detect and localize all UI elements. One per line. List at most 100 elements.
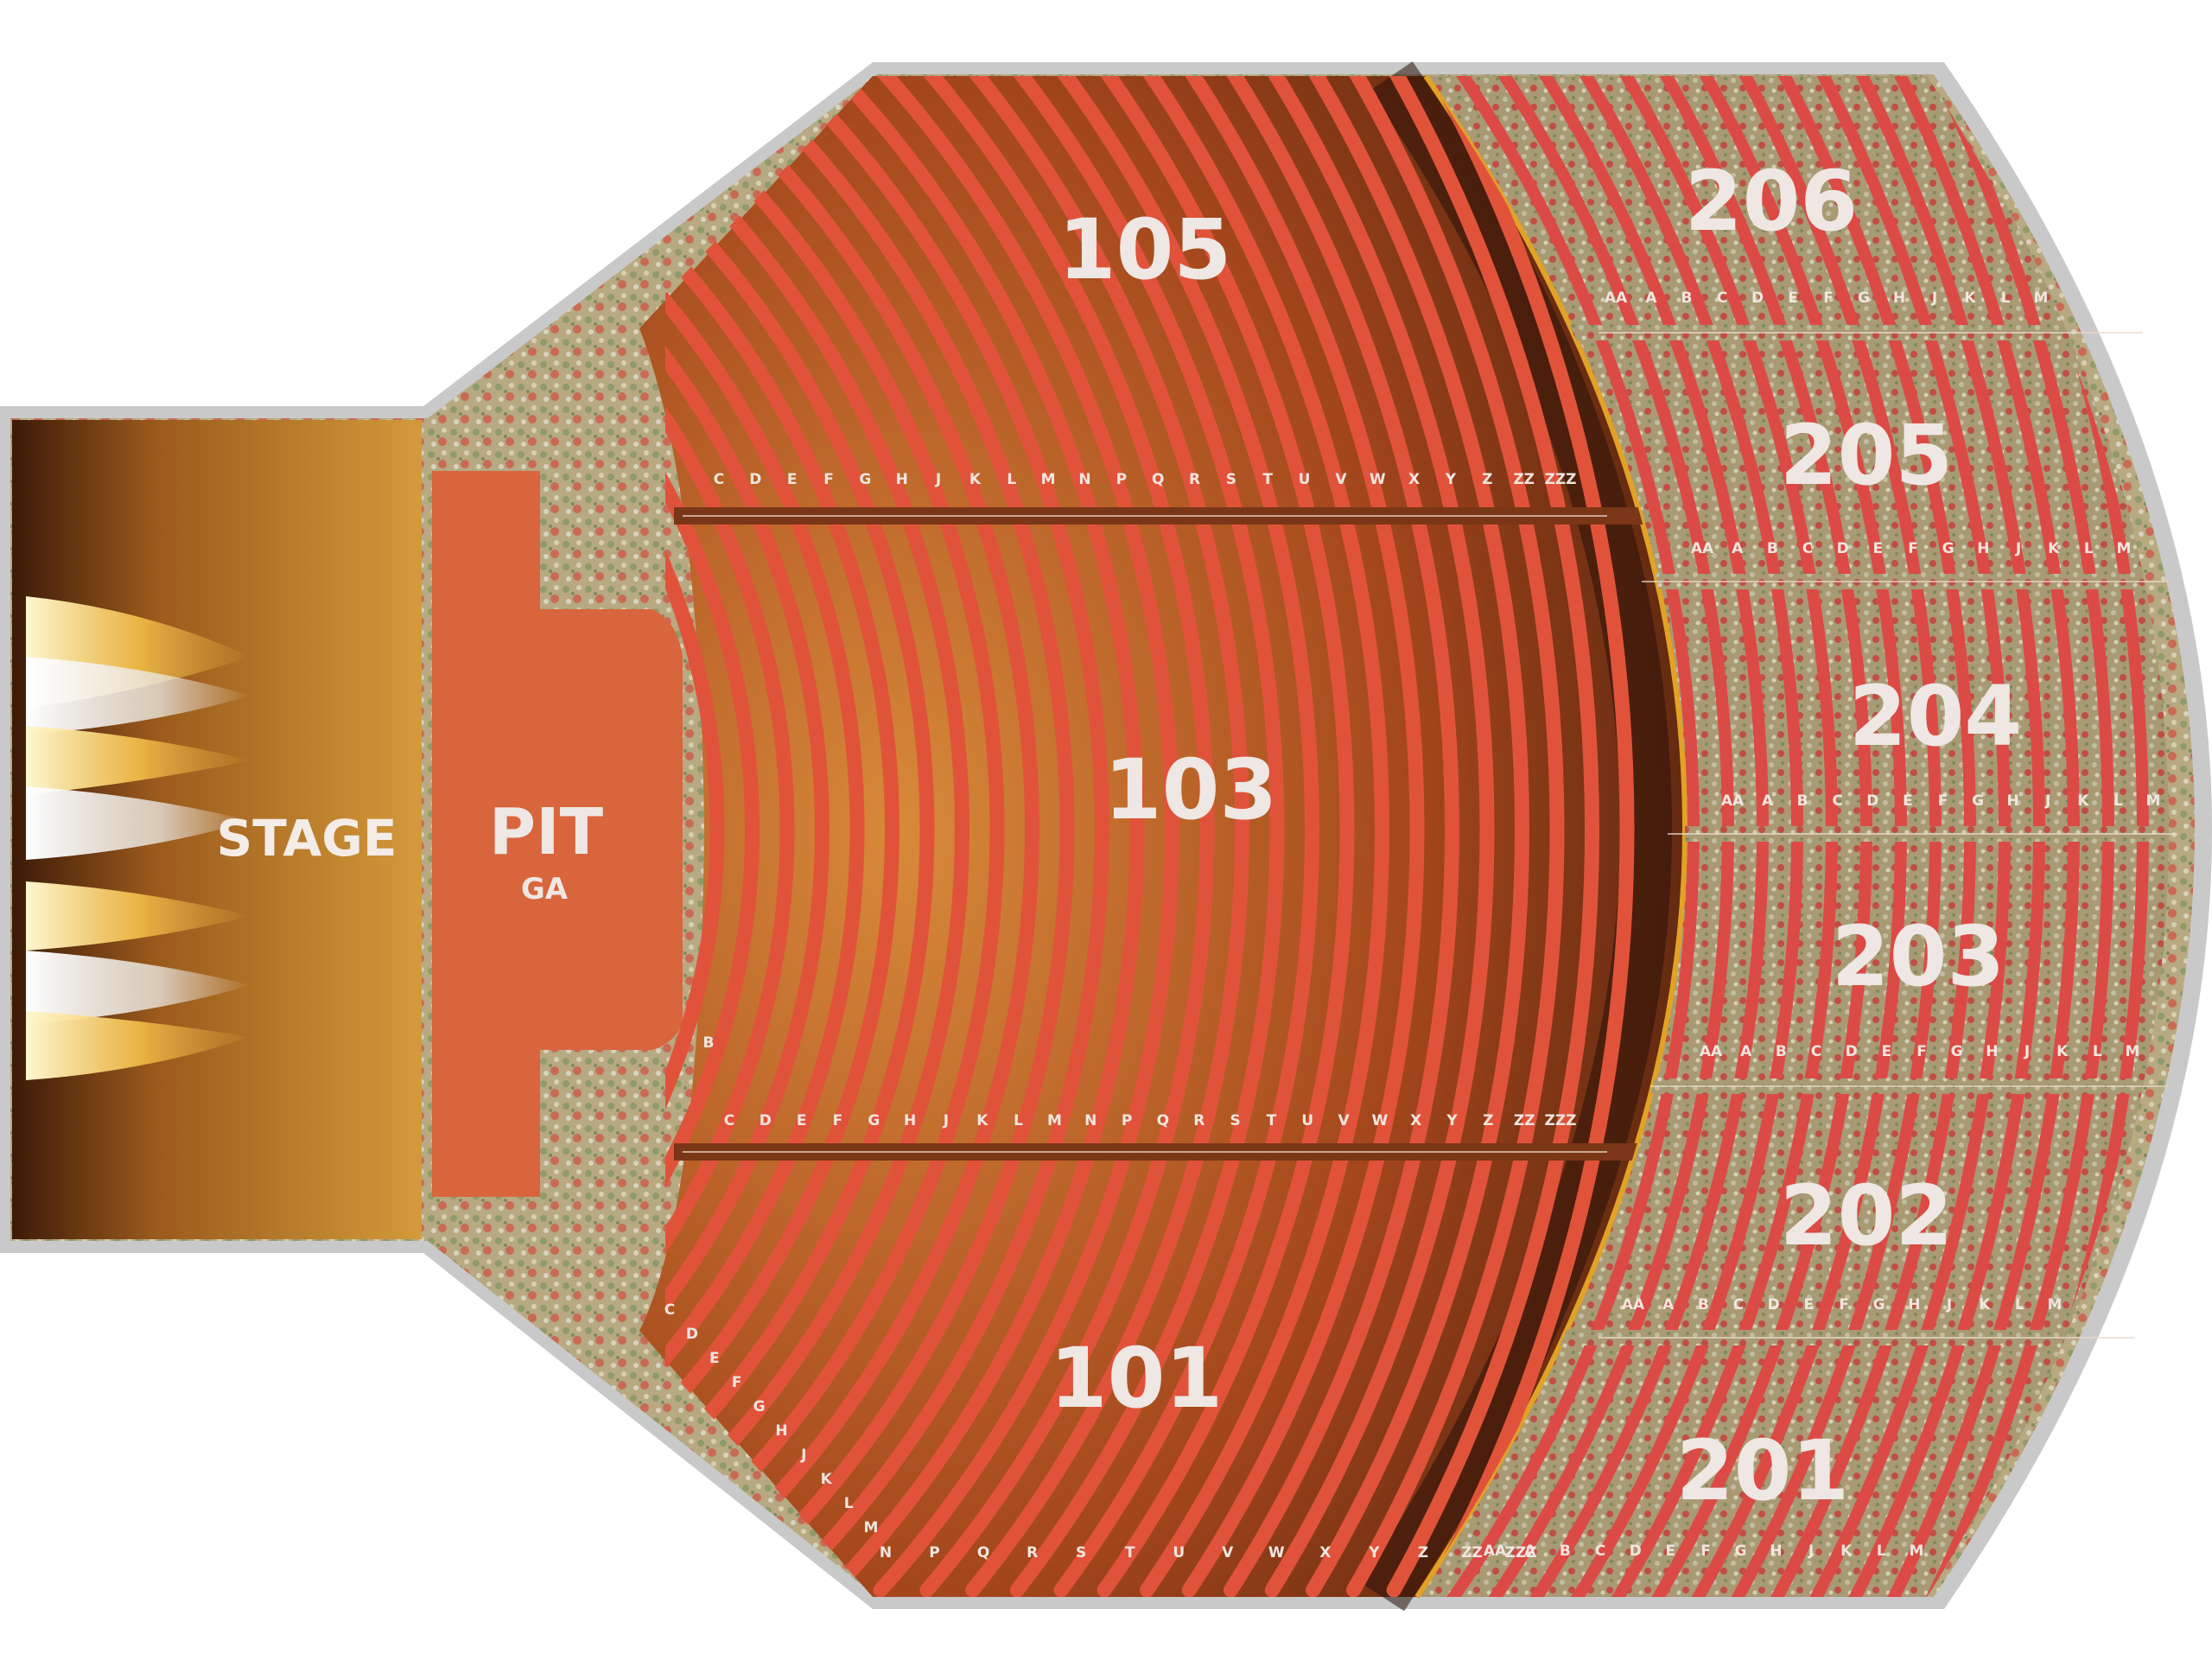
- seat-row[interactable]: [177, 118, 760, 1541]
- row-label: H: [1986, 1043, 1998, 1060]
- row-label: D: [1768, 1296, 1780, 1314]
- row-label: E: [1873, 540, 1884, 557]
- row-label: W: [1268, 1544, 1285, 1562]
- seat-row[interactable]: [1386, 69, 1600, 1597]
- row-label: J: [800, 1447, 806, 1464]
- seat-row[interactable]: [348, 69, 865, 1597]
- seat-row[interactable]: [725, 69, 1075, 1597]
- row-label: L: [2084, 540, 2094, 557]
- row-label: D: [1630, 1543, 1642, 1560]
- seat-row[interactable]: [919, 69, 1215, 1597]
- seat-row[interactable]: [1306, 69, 1529, 1597]
- seat-row[interactable]: [625, 69, 1005, 1597]
- row-label: A: [1662, 1296, 1675, 1314]
- row-label: W: [1370, 471, 1386, 488]
- row-label: E: [1882, 1043, 1892, 1060]
- row-label: C: [1595, 1543, 1605, 1560]
- row-label: AA: [1691, 540, 1714, 557]
- row-label: H: [1770, 1543, 1782, 1560]
- row-label: R: [1027, 1544, 1038, 1562]
- row-label: G: [1972, 792, 1984, 810]
- row-label: Z: [1482, 471, 1492, 488]
- pit-area[interactable]: [432, 471, 683, 1197]
- seat-row[interactable]: [776, 69, 1109, 1597]
- row-label: L: [2113, 792, 2123, 810]
- row-label: A: [1524, 1543, 1536, 1560]
- row-label: C: [1802, 540, 1813, 557]
- row-label: R: [1189, 471, 1200, 488]
- seat-row[interactable]: [1053, 69, 1319, 1597]
- row-label: B: [1767, 540, 1778, 557]
- row-label: H: [1893, 289, 1905, 307]
- row-label: T: [1125, 1544, 1135, 1562]
- row-label: Z: [1483, 1112, 1493, 1129]
- pit-ga[interactable]: PIT GA: [432, 471, 683, 1197]
- row-label: E: [787, 471, 798, 488]
- stage-lights: [26, 596, 251, 1080]
- row-label: B: [1776, 1043, 1787, 1060]
- row-label: G: [859, 471, 871, 488]
- seat-row[interactable]: [1096, 69, 1355, 1597]
- row-label: J: [2024, 1043, 2030, 1060]
- seat-row[interactable]: [1224, 69, 1459, 1597]
- row-label: C: [664, 1301, 675, 1319]
- row-label: C: [724, 1112, 734, 1129]
- row-label: AA: [1721, 792, 1745, 810]
- seat-row[interactable]: [240, 69, 830, 1597]
- row-label: J: [2015, 540, 2021, 557]
- row-label: Q: [977, 1544, 989, 1562]
- row-label: N: [1078, 471, 1090, 488]
- row-label: E: [1903, 792, 1913, 810]
- row-label: D: [1751, 289, 1764, 307]
- row-label: G: [1735, 1543, 1747, 1560]
- row-label: M: [864, 1519, 879, 1536]
- row-label: L: [844, 1495, 854, 1512]
- section-label-206: 206: [1685, 153, 1858, 250]
- upper-seat-rows: [1440, 76, 2160, 1597]
- row-label: A: [1645, 289, 1657, 307]
- row-label: G: [1951, 1043, 1963, 1060]
- seat-row[interactable]: [170, 153, 725, 1506]
- row-label: H: [1977, 540, 1989, 557]
- seat-row[interactable]: [825, 69, 1145, 1597]
- section-label-103: 103: [1104, 741, 1277, 838]
- seat-row[interactable]: [1264, 69, 1495, 1597]
- row-label: G: [1942, 540, 1955, 557]
- row-label: M: [2048, 1296, 2063, 1314]
- row-label: M: [1041, 471, 1056, 488]
- seat-row[interactable]: [965, 69, 1250, 1597]
- row-label: F: [1916, 1043, 1927, 1060]
- section-label-101: 101: [1050, 1330, 1223, 1427]
- row-label: K: [1964, 289, 1976, 307]
- seat-row[interactable]: [873, 69, 1180, 1597]
- row-label: X: [1408, 471, 1420, 488]
- seat-row[interactable]: [1426, 69, 1635, 1597]
- row-label: K: [2077, 792, 2089, 810]
- section-label-202: 202: [1780, 1167, 1953, 1264]
- row-label: X: [1319, 1544, 1331, 1562]
- row-label: Y: [1445, 471, 1457, 488]
- stage[interactable]: STAGE: [12, 420, 422, 1239]
- seat-row[interactable]: [1009, 69, 1285, 1597]
- row-label: K: [1979, 1296, 1991, 1314]
- seat-row[interactable]: [1346, 69, 1565, 1597]
- seat-row[interactable]: [1139, 69, 1389, 1597]
- row-label: F: [833, 1112, 843, 1129]
- row-label: F: [1908, 540, 1918, 557]
- seat-row[interactable]: [566, 69, 969, 1597]
- seat-row[interactable]: [502, 69, 935, 1597]
- row-label: J: [1946, 1296, 1952, 1314]
- seat-row[interactable]: [1181, 69, 1425, 1597]
- seat-row[interactable]: [672, 69, 1039, 1597]
- floor-seat-rows: [170, 69, 1685, 1597]
- seat-row[interactable]: [184, 84, 795, 1575]
